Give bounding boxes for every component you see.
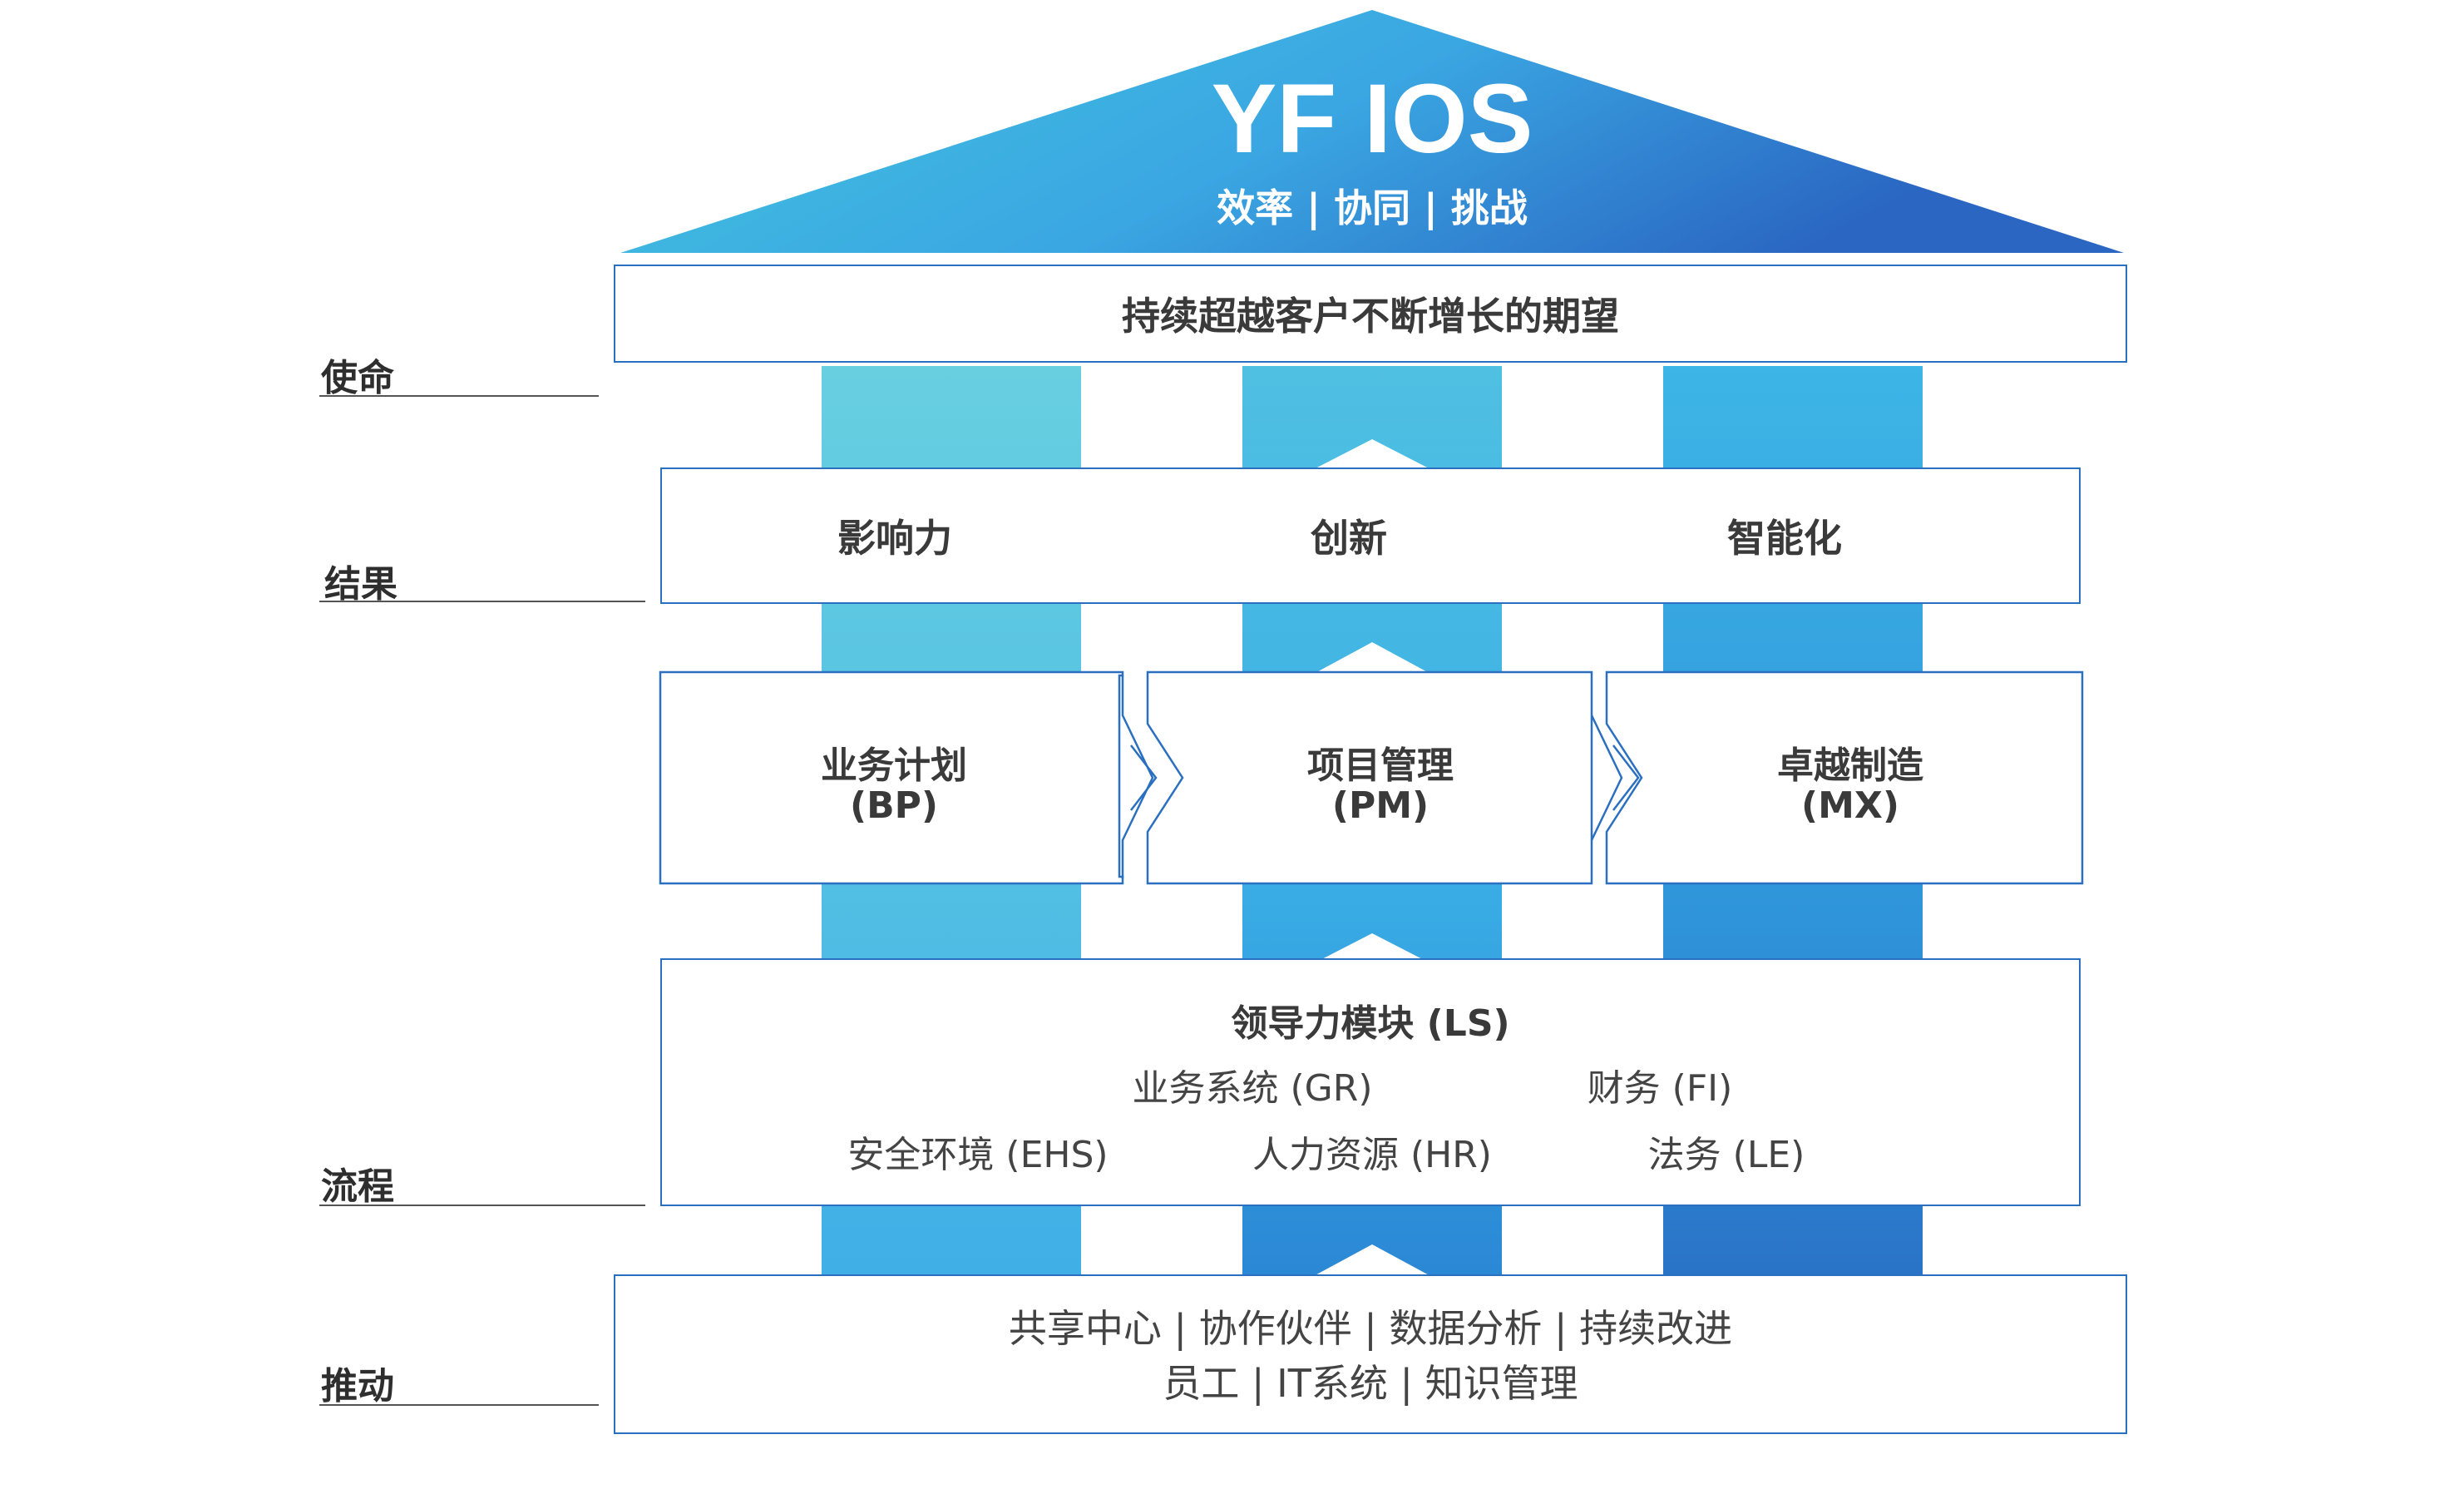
process-mx: 卓越制造 (MX) [1622,732,2079,840]
process-bp-code: (BP) [849,784,938,827]
module-fi: 财务 (FI) [1587,1067,1733,1110]
process-pm-code: (PM) [1331,784,1430,827]
mission-box: 持续超越客户不断增长的期望 [614,265,2127,363]
label-process-line [319,1205,645,1206]
roof-title: YF IOS [1211,64,1533,174]
process-bp-name: 业务计划 [821,744,967,787]
label-mission: 使命 [321,357,394,399]
result-influence: 影响力 [837,516,952,561]
drivers-line2: 员工 | IT系统 | 知识管理 [1163,1361,1578,1406]
label-results: 结果 [324,563,397,606]
center-arrow-peaks [1311,439,1434,1278]
process-pm-name: 项目管理 [1307,744,1454,787]
module-ehs: 安全环境 (EHS) [847,1134,1109,1176]
results-box: 影响力 创新 智能化 [660,467,2081,604]
process-mx-code: (MX) [1801,784,1899,827]
module-gr: 业务系统 (GR) [1132,1067,1373,1110]
module-hr: 人力资源 (HR) [1252,1134,1492,1176]
process-chevrons [659,670,2084,885]
result-intelligence: 智能化 [1727,516,1842,561]
label-results-line [319,601,645,602]
roof-subtitle: 效率 | 协同 | 挑战 [1217,186,1528,230]
modules-title: 领导力模块 (LS) [1231,1002,1510,1045]
process-pm: 项目管理 (PM) [1164,732,1597,840]
module-le: 法务 (LE) [1647,1134,1805,1176]
process-bp: 业务计划 (BP) [665,732,1123,840]
label-drivers: 推动 [321,1365,394,1407]
drivers-line1: 共享中心 | 协作伙伴 | 数据分析 | 持续改进 [1008,1306,1733,1351]
mission-text: 持续超越客户不断增长的期望 [1122,294,1619,339]
process-mx-name: 卓越制造 [1777,744,1923,787]
drivers-box: 共享中心 | 协作伙伴 | 数据分析 | 持续改进 员工 | IT系统 | 知识… [614,1274,2127,1434]
label-process: 流程 [321,1165,394,1208]
result-innovation: 创新 [1311,516,1387,561]
label-drivers-line [319,1404,599,1406]
label-mission-line [319,395,599,397]
roof-triangle [620,10,2124,253]
modules-box: 领导力模块 (LS) 业务系统 (GR) 财务 (FI) 安全环境 (EHS) … [660,958,2081,1206]
